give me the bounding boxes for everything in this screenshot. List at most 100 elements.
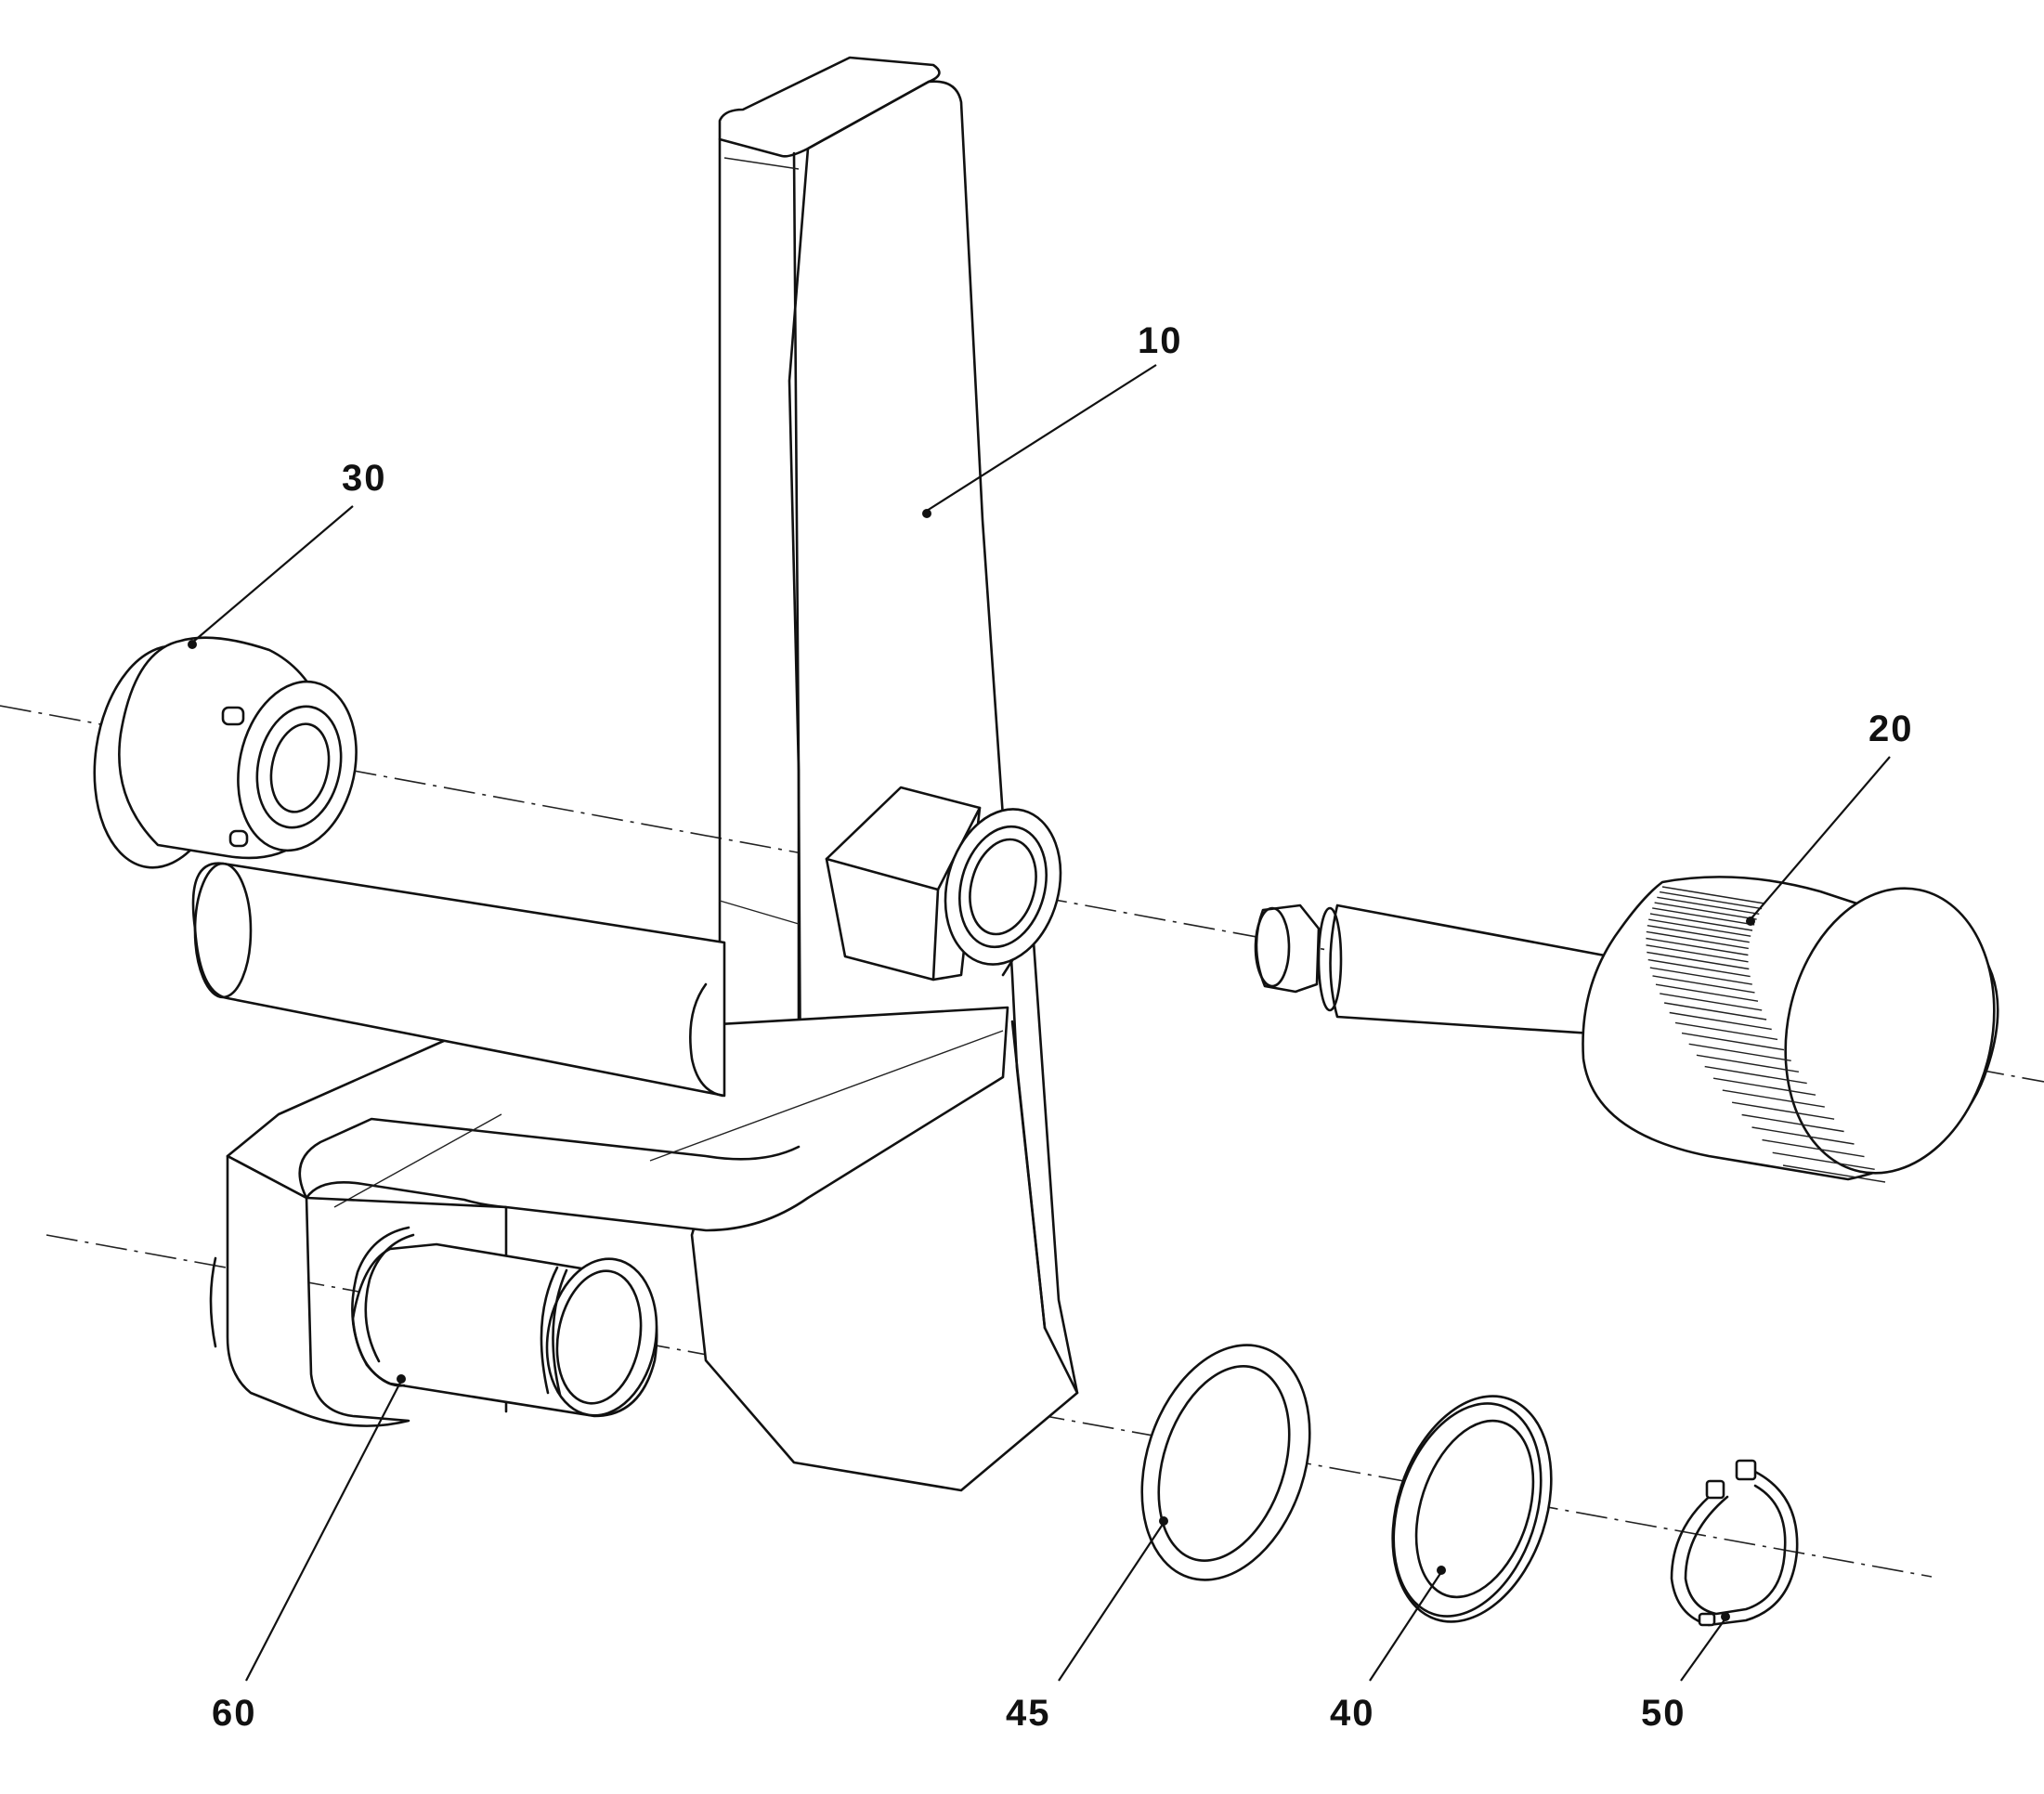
bracket-lower-block: [226, 1154, 410, 1427]
knob-shaft-tip: [1254, 906, 1291, 988]
part-10-lever-body: [191, 56, 1079, 1492]
leader-60: [245, 1380, 402, 1682]
knurl-ridge: [1660, 993, 1763, 1011]
pin-groove-2: [552, 1268, 568, 1397]
callout-30: 30: [342, 458, 387, 499]
knurl-ridge: [1652, 975, 1755, 994]
bushing-set-pin-top: [221, 706, 245, 726]
knob-knurl-lines: [1646, 886, 1886, 1183]
bracket-inner-edge: [298, 1117, 801, 1200]
leader-50-dot: [1721, 1612, 1730, 1621]
knurl-ridge: [1741, 1113, 1844, 1133]
knurl-ridge: [1661, 886, 1765, 904]
knurl-ridge: [1712, 1077, 1816, 1096]
knurl-ridge: [1647, 958, 1751, 978]
lever-foot-edge: [1010, 1020, 1047, 1330]
part-20-knurled-knob: [1254, 876, 1999, 1183]
knurl-ridge: [1646, 930, 1749, 950]
upper-rod-collar: [689, 982, 724, 1098]
hex-nut-bore-inner: [969, 838, 1037, 936]
leader-10-dot: [922, 509, 931, 518]
part-30-flanged-bushing: [93, 636, 358, 869]
circlip-lug-left: [1705, 1479, 1725, 1500]
washer-45-inner: [1157, 1365, 1291, 1562]
knob-shaft: [1329, 904, 1636, 1037]
leader-45-dot: [1159, 1516, 1168, 1526]
knurl-ridge: [1657, 896, 1760, 915]
circlip-lug-bottom: [1698, 1612, 1716, 1627]
knob-end-face: [1784, 887, 1996, 1175]
pin-groove-1: [540, 1266, 559, 1395]
knurl-ridge: [1654, 902, 1757, 920]
knurl-ridge: [1652, 907, 1755, 926]
bushing-hub-bore-outer: [255, 705, 343, 829]
lever-top-shade-line: [723, 157, 800, 170]
leader-10: [926, 364, 1157, 512]
bushing-hub-bore-inner: [269, 722, 331, 813]
pin-retaining-clip: [351, 1226, 410, 1387]
knurl-ridge: [1646, 937, 1749, 956]
knurl-ridge: [1647, 925, 1750, 943]
knurl-ridge: [1751, 1126, 1855, 1145]
knurl-ridge: [1669, 1011, 1772, 1031]
upper-rod-end: [193, 862, 253, 999]
leader-30-dot: [188, 640, 197, 649]
callout-60: 60: [212, 1693, 257, 1734]
knurl-ridge: [1704, 1065, 1807, 1085]
knurl-ridge: [1688, 1043, 1791, 1061]
lever-arm-shade-line: [719, 900, 800, 925]
knurl-ridge: [1722, 1089, 1825, 1108]
part-50-circlip: [1670, 1459, 1799, 1627]
bracket-pin-bore: [209, 1256, 217, 1348]
hex-nut-bore-outer: [957, 825, 1048, 949]
knurl-ridge: [1772, 1151, 1875, 1170]
callout-leaders: [188, 364, 1891, 1682]
bushing-hub: [237, 680, 358, 852]
knurl-ridge: [1696, 1054, 1800, 1072]
knob-shaft-neck: [1255, 904, 1321, 994]
bracket-shade-3: [649, 1030, 1004, 1162]
knurl-ridge: [1649, 913, 1753, 931]
leader-20-dot: [1746, 916, 1755, 926]
callout-40: 40: [1330, 1693, 1375, 1734]
callout-20: 20: [1868, 708, 1914, 749]
knurl-ridge: [1648, 918, 1751, 937]
pin-retaining-clip-inner: [364, 1233, 415, 1363]
leader-60-dot: [397, 1374, 406, 1384]
callout-10: 10: [1138, 320, 1183, 361]
knurl-ridge: [1663, 1002, 1767, 1020]
callout-45: 45: [1006, 1693, 1051, 1734]
leader-20: [1750, 756, 1891, 920]
part-60-lower-pin: [351, 1226, 658, 1418]
circlip-inner: [1684, 1484, 1787, 1616]
callout-50: 50: [1641, 1693, 1686, 1734]
knurl-ridge: [1674, 1021, 1778, 1041]
knurl-ridge: [1731, 1101, 1835, 1120]
callout-labels: 10 30 20 60 45 40 50: [212, 320, 1914, 1734]
knurl-ridge: [1655, 983, 1759, 1002]
bushing-set-pin-bottom: [228, 829, 249, 848]
lever-arm-front: [690, 80, 1079, 1492]
leader-45: [1058, 1522, 1165, 1682]
leader-40-dot: [1437, 1566, 1446, 1575]
leader-40: [1369, 1571, 1442, 1682]
bracket-shade-2: [333, 1113, 502, 1208]
washer-40-edge: [1392, 1402, 1543, 1618]
circlip-lug-top: [1735, 1459, 1757, 1481]
knob-shaft-groove: [1317, 906, 1343, 1012]
hex-nut: [825, 786, 982, 982]
knurl-ridge: [1681, 1032, 1785, 1051]
knurl-ridge: [1646, 944, 1749, 963]
knurl-ridge: [1782, 1164, 1886, 1183]
leader-30: [191, 505, 354, 644]
washer-40-inner: [1414, 1419, 1535, 1599]
part-45-thin-washer: [1140, 1344, 1311, 1581]
knurl-ridge: [1659, 890, 1763, 910]
part-40-washer: [1391, 1395, 1553, 1623]
leader-50: [1680, 1618, 1726, 1682]
circlip-outer: [1670, 1470, 1799, 1627]
lever-top-face: [718, 56, 941, 158]
pin-end-chamfer: [555, 1269, 643, 1405]
knurl-ridge: [1649, 967, 1752, 985]
